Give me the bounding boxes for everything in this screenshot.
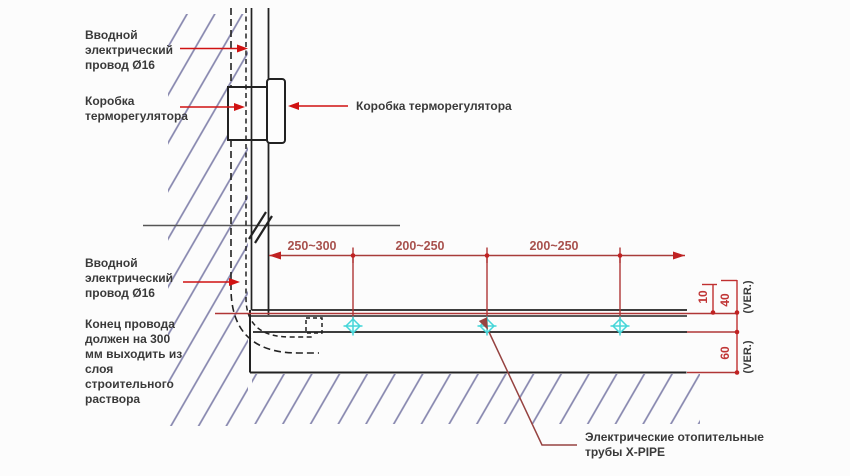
label-line: Коробка xyxy=(85,94,135,108)
label-line: Коробка терморегулятора xyxy=(356,99,512,113)
label-line: Конец провода xyxy=(85,317,175,331)
dimension-10: 10 xyxy=(696,290,710,304)
pipe-symbol xyxy=(610,316,630,336)
right-arrowhead xyxy=(673,251,685,260)
label-line: терморегулятора xyxy=(85,109,188,123)
label-line: провод Ø16 xyxy=(85,58,155,72)
thermostat-box-body xyxy=(227,86,268,141)
label-line: строительного xyxy=(85,377,174,391)
ground-hatching xyxy=(252,374,700,424)
label-intro-wire-mid: Вводной электрический провод Ø16 xyxy=(85,256,173,301)
label-thermostat-box-right: Коробка терморегулятора xyxy=(356,99,512,114)
conduit-end-stub xyxy=(305,317,323,334)
thermostat-right-arrow xyxy=(288,102,348,110)
floor-slab xyxy=(249,309,687,374)
intro-wire-mid-arrow xyxy=(183,278,240,286)
dimension-span-2: 200~250 xyxy=(395,239,444,253)
floor-dimension-extension-lines xyxy=(215,312,737,374)
dimension-40: 40 xyxy=(718,293,732,307)
wall-conduit-and-wires xyxy=(230,8,319,354)
label-line: трубы X-PIPE xyxy=(585,445,666,459)
pipe-spacing-dimension-line: 250~300 200~250 200~250 xyxy=(269,239,685,319)
label-line: провод Ø16 xyxy=(85,286,155,300)
ver-label-top: (VER.) xyxy=(742,280,754,313)
thermostat-left-arrow xyxy=(180,103,245,111)
dimension-span-1: 250~300 xyxy=(287,239,336,253)
thermostat-box xyxy=(227,78,286,144)
label-line: должен на 300 xyxy=(85,332,171,346)
label-line: Вводной xyxy=(85,256,138,270)
conduit-inner-dashed-curve xyxy=(245,8,313,338)
label-wire-end-note: Конец провода должен на 300 мм выходить … xyxy=(85,317,182,407)
leader-arrowhead xyxy=(478,317,488,330)
label-line: слоя xyxy=(85,362,114,376)
conduit-dashed-curve xyxy=(230,140,319,354)
dimension-span-3: 200~250 xyxy=(529,239,578,253)
wall-hatching xyxy=(168,14,248,426)
label-line: Вводной xyxy=(85,28,138,42)
label-thermostat-box-left: Коробка терморегулятора xyxy=(85,94,188,124)
left-arrowhead xyxy=(269,251,281,260)
label-line: электрический xyxy=(85,43,173,57)
heating-pipes-leader xyxy=(478,317,577,446)
label-line: раствора xyxy=(85,392,141,406)
layer-thickness-dimensions: 10 40 (VER.) 60 (VER.) xyxy=(696,279,754,375)
break-symbol xyxy=(248,211,273,244)
label-heating-pipes: Электрические отопительные трубы X-PIPE xyxy=(585,430,764,460)
label-line: мм выходить из xyxy=(85,347,183,361)
intro-wire-top-arrow xyxy=(180,44,248,53)
label-arrows xyxy=(180,44,348,286)
label-line: Электрические отопительные xyxy=(585,430,764,444)
label-line: электрический xyxy=(85,271,173,285)
pipe-symbol xyxy=(343,316,363,336)
thermostat-box-flange xyxy=(266,78,286,144)
ver-label-bottom: (VER.) xyxy=(742,340,754,373)
heating-pipe-symbols xyxy=(343,316,630,336)
dimension-ticks xyxy=(352,247,621,319)
dimension-60: 60 xyxy=(718,346,732,360)
label-intro-wire-top: Вводной электрический провод Ø16 xyxy=(85,28,173,73)
